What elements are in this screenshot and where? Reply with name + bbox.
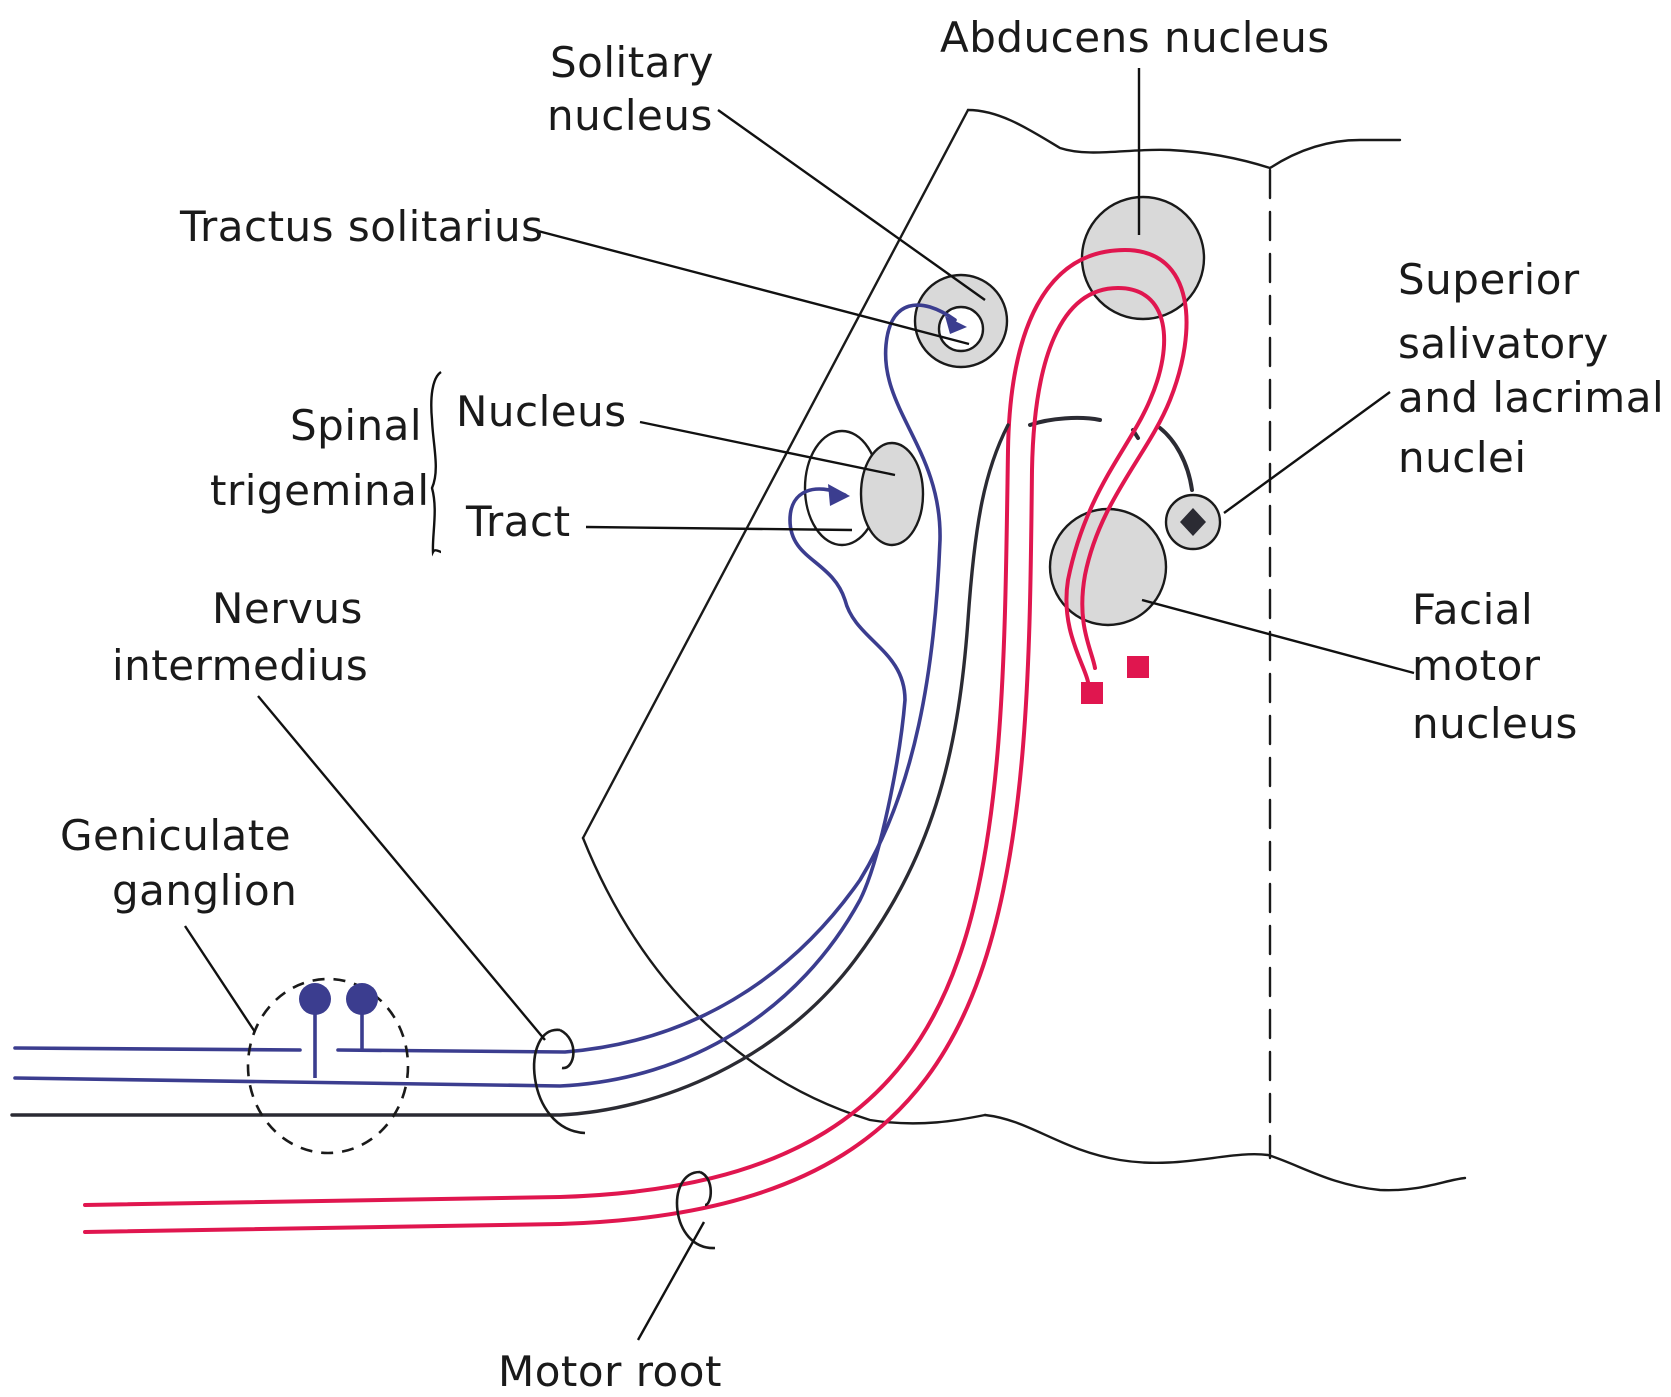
label-facial-motor-line1: Facial — [1412, 585, 1533, 634]
label-facial-motor-line3: nucleus — [1412, 699, 1578, 748]
label-motor-root: Motor root — [498, 1347, 722, 1396]
nervus-intermedius-ring — [534, 1030, 585, 1133]
label-geniculate-line2: ganglion — [112, 866, 297, 915]
label-abducens-nucleus: Abducens nucleus — [940, 13, 1330, 62]
label-geniculate-line1: Geniculate — [60, 811, 291, 860]
root-rings — [534, 1030, 715, 1248]
genu-arc-fragments — [1030, 418, 1192, 490]
leader-lines — [185, 68, 1414, 1340]
leader-tractus-solitarius — [538, 231, 969, 344]
labels: Abducens nucleus Solitary nucleus Tractu… — [60, 13, 1664, 1396]
leader-solitary-nucleus — [718, 110, 985, 300]
leader-facial-motor — [1142, 600, 1414, 673]
label-superior-salivatory-line3: and lacrimal — [1398, 373, 1664, 422]
label-facial-motor-line2: motor — [1412, 641, 1541, 690]
label-superior-salivatory-line4: nuclei — [1398, 433, 1527, 482]
leader-superior-salivatory — [1224, 392, 1390, 513]
ganglion-cell-body-icon — [346, 983, 378, 1015]
ganglion-cell-body-icon — [299, 983, 331, 1015]
geniculate-ganglion — [248, 979, 408, 1153]
spinal-trigeminal-brace — [431, 372, 441, 552]
brainstem-bottom-wavy-edge — [985, 1115, 1465, 1190]
nuclei — [805, 197, 1220, 625]
label-superior-salivatory-line1: Superior — [1398, 255, 1580, 304]
leader-nervus-intermedius — [258, 696, 545, 1040]
label-nervus-intermedius-line1: Nervus — [212, 584, 363, 633]
arc-fragment-1 — [1030, 418, 1100, 425]
label-spinal-trigeminal-line2: trigeminal — [210, 466, 430, 515]
label-tractus-solitarius: Tractus solitarius — [179, 202, 543, 251]
motor-fibers — [85, 250, 1187, 1232]
label-superior-salivatory-line2: salivatory — [1398, 319, 1609, 368]
brainstem-top-wavy-edge — [968, 110, 1400, 168]
label-solitary-nucleus-line2: nucleus — [547, 91, 713, 140]
arc-fragment-2 — [1160, 428, 1192, 490]
leader-motor-root — [638, 1222, 704, 1340]
sensory-fiber-lower — [15, 489, 905, 1086]
label-spinal-tract: Tract — [465, 497, 571, 546]
leader-spinal-tract — [586, 527, 852, 530]
axon-terminal-square-right — [1127, 656, 1149, 678]
label-spinal-nucleus: Nucleus — [456, 387, 627, 436]
leader-geniculate — [185, 926, 255, 1032]
label-nervus-intermedius-line2: intermedius — [112, 641, 368, 690]
motor-fiber-outer — [85, 250, 1187, 1205]
spinal-trigeminal-nucleus — [861, 443, 923, 545]
label-solitary-nucleus-line1: Solitary — [550, 38, 714, 87]
axon-terminal-square-left — [1081, 682, 1103, 704]
label-spinal-trigeminal-line1: Spinal — [290, 401, 422, 450]
